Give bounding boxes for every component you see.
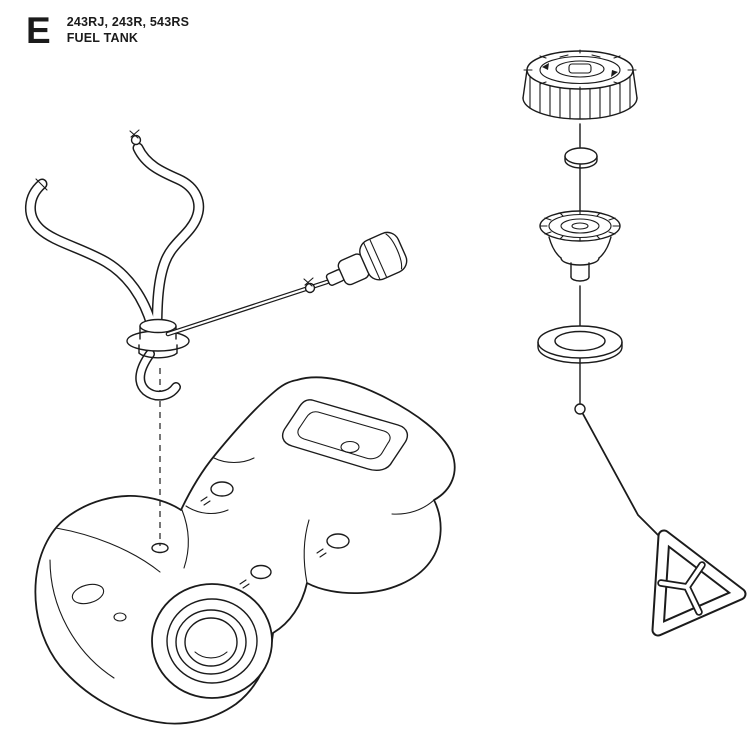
fuel-cap <box>522 49 638 120</box>
hose-clamp <box>129 129 142 146</box>
screw-boss <box>200 481 234 506</box>
cord-ball <box>574 403 586 415</box>
sealing-washer <box>537 325 623 364</box>
screw-boss <box>239 564 272 589</box>
fuel-line <box>165 279 330 337</box>
header-text: 243RJ, 243R, 543RS FUEL TANK <box>67 15 189 46</box>
filler-opening <box>151 583 273 699</box>
page-header: E 243RJ, 243R, 543RS FUEL TANK <box>26 10 189 51</box>
diagram-title: FUEL TANK <box>66 30 139 45</box>
tank-grommet <box>126 318 190 359</box>
retainer-handle <box>651 529 747 637</box>
cap-valve-assembly <box>539 210 621 282</box>
fuel-filter <box>325 231 408 286</box>
section-letter: E <box>26 10 51 51</box>
screw-boss <box>316 533 350 558</box>
fuel-tank <box>34 376 456 725</box>
fuel-line-clamp <box>303 277 316 294</box>
fuel-hose <box>25 142 205 336</box>
grommet-hole <box>151 542 169 554</box>
cap-retainer-cord <box>582 413 661 538</box>
pickup-hose <box>135 349 181 401</box>
models-label: 243RJ, 243R, 543RS <box>66 15 190 29</box>
cap-assembly <box>522 49 747 637</box>
cap-seal <box>564 147 598 169</box>
hose-assembly <box>25 129 408 401</box>
